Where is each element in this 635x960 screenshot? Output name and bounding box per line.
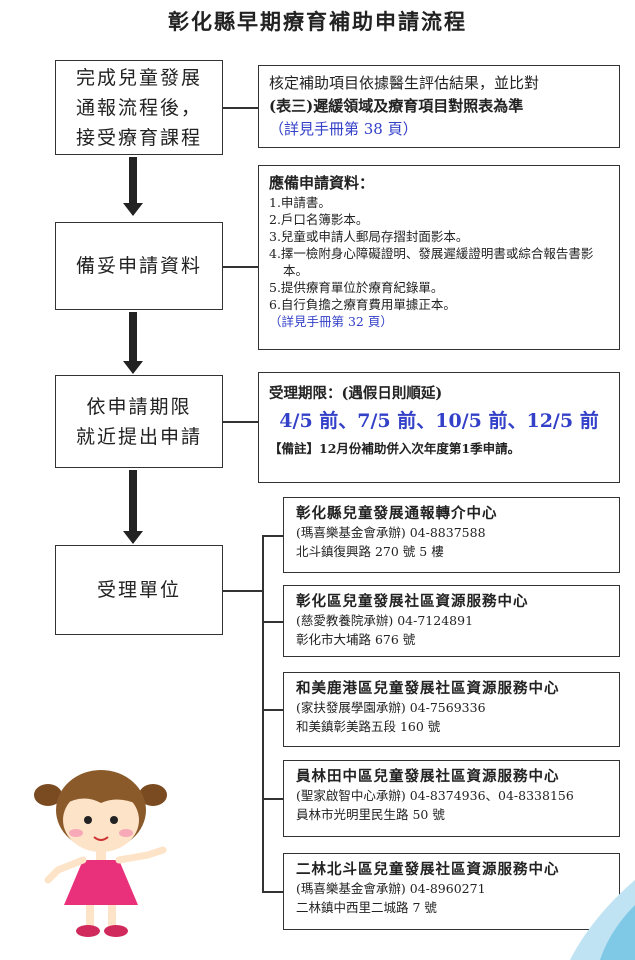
organization-card: 和美鹿港區兒童發展社區資源服務中心 (家扶發展學園承辦) 04-7569336 … [283,672,620,747]
decorative-corner-shape [570,880,635,960]
page-title: 彰化縣早期療育補助申請流程 [168,9,467,34]
documents-heading: 應備申請資料： [269,174,375,192]
step-text: 接受療育課程 [75,126,202,149]
deadline-heading: 受理期限：(遇假日則順延) [269,385,443,402]
step-receiving-units: 受理單位 [55,545,223,635]
manual-reference: （詳見手冊第 32 頁） [269,314,393,329]
step-text: 就近提出申請 [75,425,202,448]
manual-reference: （詳見手冊第 38 頁） [269,120,418,138]
document-item: 2.戶口名簿影本。 [269,212,369,227]
document-item: 3.兒童或申請人郵局存摺封面影本。 [269,229,469,244]
organization-name: 彰化縣兒童發展通報轉介中心 [296,505,498,522]
organization-card: 員林田中區兒童發展社區資源服務中心 (聖家啟智中心承辦) 04-8374936、… [283,760,620,837]
step-text: 通報流程後， [75,96,202,119]
connector-line [223,266,258,268]
step-text: 備妥申請資料 [75,255,202,277]
subsidy-note-box: 核定補助項目依據醫生評估結果，並比對 (表三)遲緩領域及療育項目對照表為準 （詳… [258,65,620,148]
connector-line [262,535,283,537]
organization-contact: (家扶發展學園承辦) 04-7569336 [296,700,486,715]
connector-line [223,590,263,592]
subsidy-note-line: 核定補助項目依據醫生評估結果，並比對 [269,74,540,92]
organization-address: 和美鎮彰美路五段 160 號 [296,719,441,734]
arrow-down-icon [123,470,143,544]
organization-contact: (慈愛教養院承辦) 04-7124891 [296,613,474,628]
organization-card: 彰化縣兒童發展通報轉介中心 (瑪喜樂基金會承辦) 04-8837588 北斗鎮復… [283,497,620,573]
organization-address: 員林市光明里民生路 50 號 [296,807,445,822]
connector-line [223,107,258,109]
subsidy-note-line: (表三)遲緩領域及療育項目對照表為準 [269,97,524,115]
connector-line [223,421,258,423]
step-text: 依申請期限 [86,395,192,418]
arrow-down-icon [123,157,143,216]
organization-name: 和美鹿港區兒童發展社區資源服務中心 [296,680,560,697]
document-item: 5.提供療育單位於療育紀錄單。 [269,280,444,295]
document-item: 1.申請書。 [269,195,331,210]
document-item: 4.擇一檢附身心障礙證明、發展遲緩證明書或綜合報告書影本。 [269,246,594,278]
step-submit-application: 依申請期限就近提出申請 [55,375,223,468]
step-prepare-documents: 備妥申請資料 [55,222,223,310]
organization-contact: (瑪喜樂基金會承辦) 04-8960271 [296,881,486,896]
deadline-box: 受理期限：(遇假日則順延) 4/5 前、7/5 前、10/5 前、12/5 前 … [258,372,620,483]
deadline-note: 【備註】12月份補助併入次年度第1季申請。 [269,441,521,456]
organization-address: 二林鎮中西里二城路 7 號 [296,900,437,915]
step-text: 完成兒童發展 [75,66,202,89]
organization-name: 二林北斗區兒童發展社區資源服務中心 [296,861,560,878]
connector-line [262,709,283,711]
girl-illustration-icon [34,770,167,937]
organization-contact: (瑪喜樂基金會承辦) 04-8837588 [296,525,486,540]
connector-line [262,798,283,800]
organization-contact: (聖家啟智中心承辦) 04-8374936、04-8338156 [296,788,574,803]
organization-name: 員林田中區兒童發展社區資源服務中心 [296,768,560,785]
organization-name: 彰化區兒童發展社區資源服務中心 [296,593,529,610]
documents-box: 應備申請資料： 1.申請書。 2.戶口名簿影本。 3.兒童或申請人郵局存摺封面影… [258,165,620,350]
arrow-down-icon [123,312,143,374]
connector-line [262,621,283,623]
deadline-dates: 4/5 前、7/5 前、10/5 前、12/5 前 [279,410,599,432]
connector-line [262,891,283,893]
step-complete-report: 完成兒童發展通報流程後， 接受療育課程 [55,60,223,155]
step-text: 受理單位 [96,579,181,601]
organization-address: 北斗鎮復興路 270 號 5 樓 [296,544,444,559]
organization-card: 彰化區兒童發展社區資源服務中心 (慈愛教養院承辦) 04-7124891 彰化市… [283,585,620,657]
connector-line [262,535,264,892]
organization-address: 彰化市大埔路 676 號 [296,632,416,647]
document-item: 6.自行負擔之療育費用單據正本。 [269,297,456,312]
organization-card: 二林北斗區兒童發展社區資源服務中心 (瑪喜樂基金會承辦) 04-8960271 … [283,853,620,930]
